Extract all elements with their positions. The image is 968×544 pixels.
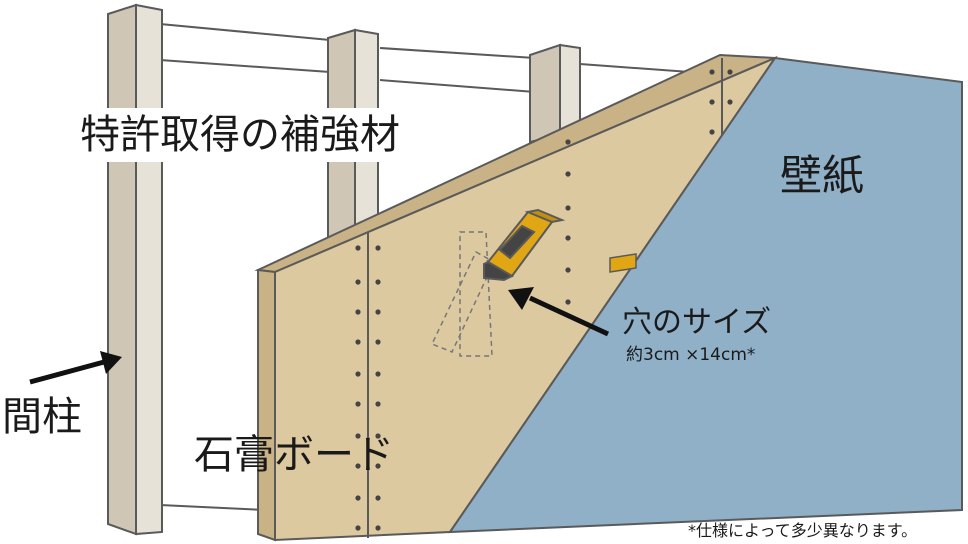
stud-front [107,3,163,536]
wallpaper-label: 壁紙 [780,151,865,200]
stud-label: 間柱 [2,394,82,440]
hole-size-label: 穴のサイズ [622,305,772,340]
gypsum-board-label: 石膏ボード [194,432,394,478]
reinforcement-edge-piece [609,253,637,273]
hole-arrow [508,287,610,337]
stud-arrow [29,351,122,385]
wallpaper-panel [448,56,963,534]
spec-note: *仕様によって多少異なります。 [688,521,918,540]
reinforcement-hidden-outline [430,231,495,357]
hole-dimensions: 約3cm ×14cm* [626,345,756,365]
screw-dots [355,69,733,531]
stud-back [529,43,581,144]
wall-rails [159,23,691,511]
reinforcement-title: 特許取得の補強材 [68,108,412,162]
reinforcement-piece [483,208,566,282]
